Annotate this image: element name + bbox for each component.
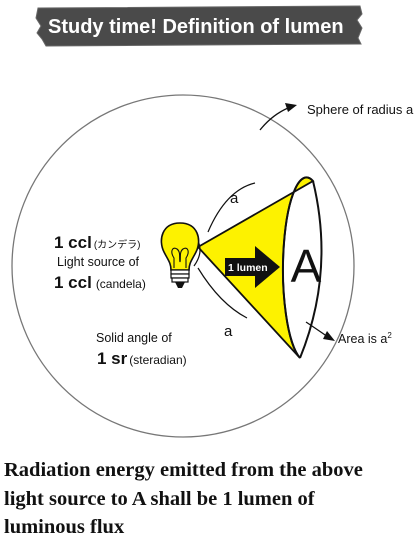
solid-angle-label: Solid angle of (96, 331, 172, 345)
banner-title: Study time! Definition of lumen (48, 16, 344, 38)
area-pointer-arrowhead (323, 331, 335, 341)
light-bulb-icon (160, 222, 200, 288)
radius-arc-top (207, 182, 256, 233)
area-back-arc (299, 180, 323, 359)
sphere-pointer-line (259, 107, 289, 131)
radius-label-bottom: a (224, 323, 233, 340)
area-label: Area is a2 (338, 331, 392, 346)
area-letter: A (291, 240, 322, 292)
caption-line-3: luminous flux (4, 516, 125, 538)
caption-line-2: light source to A shall be 1 lumen of (4, 487, 315, 510)
sr-label: 1 sr(steradian) (97, 349, 187, 368)
sphere-label: Sphere of radius a (307, 102, 414, 117)
title-banner: Study time! Definition of lumen (35, 5, 363, 47)
ccl-label-top: 1 ccl(カンデラ) (54, 233, 140, 252)
lumen-arrow (225, 246, 280, 288)
lumen-arrow-label: 1 lumen (228, 262, 268, 274)
sphere-circle (11, 94, 355, 438)
radius-arc-bottom (197, 267, 248, 319)
radius-label-top: a (230, 190, 239, 207)
ccl-label-bottom: 1 ccl(candela) (54, 273, 146, 292)
sphere-pointer-arrowhead (285, 103, 297, 112)
light-source-label: Light source of (57, 255, 140, 269)
area-front-arc (281, 176, 314, 359)
lumen-diagram: Sphere of radius a a a A 1 lumen Area is… (11, 94, 414, 438)
banner-background (35, 5, 363, 47)
caption-line-1: Radiation energy emitted from the above (4, 459, 363, 481)
caption: Radiation energy emitted from the above … (4, 456, 414, 542)
